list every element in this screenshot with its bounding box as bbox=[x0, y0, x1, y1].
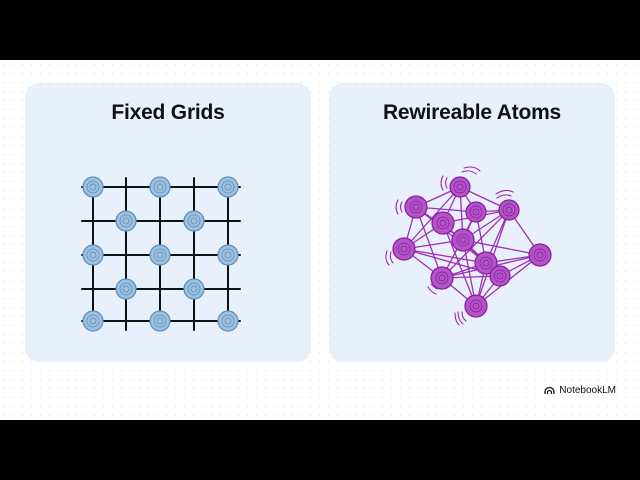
atom-node-icons bbox=[82, 176, 239, 332]
rewireable-atoms-network-illustration bbox=[385, 166, 552, 326]
panel-title: Fixed Grids bbox=[111, 101, 225, 124]
notebooklm-logo-icon bbox=[544, 386, 555, 394]
vibration-mark-icons bbox=[385, 166, 514, 326]
fixed-grids-panel: Fixed Grids bbox=[25, 83, 311, 362]
atom-node-icons bbox=[392, 176, 552, 318]
brand-label: NotebookLM bbox=[559, 385, 616, 396]
notebooklm-watermark: NotebookLM bbox=[544, 385, 616, 396]
fixed-grid-lattice-illustration bbox=[81, 176, 241, 332]
panel-title: Rewireable Atoms bbox=[382, 101, 562, 124]
rewireable-atoms-panel: Rewireable Atoms bbox=[329, 83, 615, 362]
slide: Fixed Grids bbox=[0, 60, 640, 420]
